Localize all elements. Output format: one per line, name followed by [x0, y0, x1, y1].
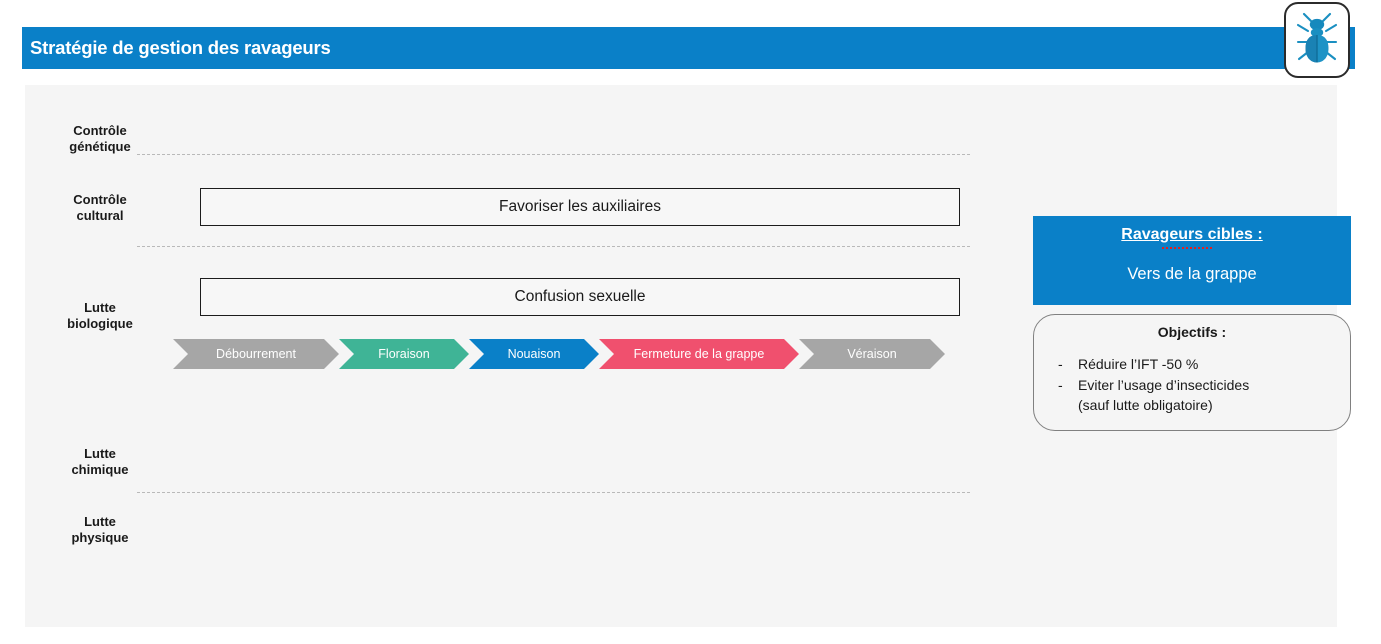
timeline-stage-label: Fermeture de la grappe: [633, 347, 765, 361]
objective-bullet: -: [1058, 376, 1063, 393]
slide-title-bar: Stratégie de gestion des ravageurs: [22, 27, 1355, 69]
objectives-title: Objectifs :: [1157, 324, 1227, 340]
separator-genetique-cultural: [137, 154, 970, 155]
row-label-lutte-chimique: Lutte chimique: [71, 446, 129, 477]
separator-cultural-biologique: [137, 246, 970, 247]
objective-text: Réduire l’IFT -50 %: [1078, 356, 1199, 372]
row-label-controle-genetique: Contrôle génétique: [69, 123, 131, 154]
beetle-icon: [1296, 12, 1338, 63]
timeline-stage-label: Nouaison: [507, 347, 561, 361]
practice-label: Favoriser les auxiliaires: [499, 198, 661, 215]
spellcheck-underline: [1162, 247, 1214, 249]
timeline-stage-4[interactable]: Véraison: [799, 339, 945, 369]
row-label-lutte-biologique: Lutte biologique: [67, 300, 133, 331]
page-title: Stratégie de gestion des ravageurs: [30, 37, 331, 58]
row-label-lutte-physique: Lutte physique: [71, 514, 129, 545]
objective-text: Eviter l’usage d’insecticides(sauf lutte…: [1078, 376, 1250, 413]
target-pests-value: Vers de la grappe: [1127, 265, 1257, 283]
practice-label: Confusion sexuelle: [514, 288, 646, 305]
practice-box-favoriser-les-auxiliaires[interactable]: Favoriser les auxiliaires: [200, 188, 960, 226]
objectives-list: -Réduire l’IFT -50 %-Eviter l’usage d’in…: [1058, 355, 1340, 417]
row-label-controle-cultural: Contrôle cultural: [73, 192, 127, 223]
target-pests-title: Ravageurs cibles :: [1121, 226, 1263, 243]
timeline-stage-3[interactable]: Fermeture de la grappe: [599, 339, 799, 369]
timeline-stage-1[interactable]: Floraison: [339, 339, 469, 369]
timeline-stage-label: Débourrement: [216, 347, 296, 361]
objective-item: -Eviter l’usage d’insecticides(sauf lutt…: [1058, 376, 1340, 416]
practice-box-confusion-sexuelle[interactable]: Confusion sexuelle: [200, 278, 960, 316]
timeline-stage-label: Floraison: [378, 347, 430, 361]
target-pests-box: Ravageurs cibles : Vers de la grappe: [1033, 216, 1351, 305]
timeline-stage-label: Véraison: [847, 347, 897, 361]
objective-bullet: -: [1058, 356, 1063, 372]
objective-item: -Réduire l’IFT -50 %: [1058, 355, 1340, 375]
timeline-stage-0[interactable]: Débourrement: [173, 339, 339, 369]
separator-chimique-physique: [137, 492, 970, 493]
beetle-badge: [1284, 2, 1350, 78]
phenology-timeline: Débourrement Floraison Nouaison Fermeture d…: [173, 339, 945, 369]
objectives-box: Objectifs : -Réduire l’IFT -50 %-Eviter …: [1033, 314, 1351, 431]
timeline-stage-2[interactable]: Nouaison: [469, 339, 599, 369]
